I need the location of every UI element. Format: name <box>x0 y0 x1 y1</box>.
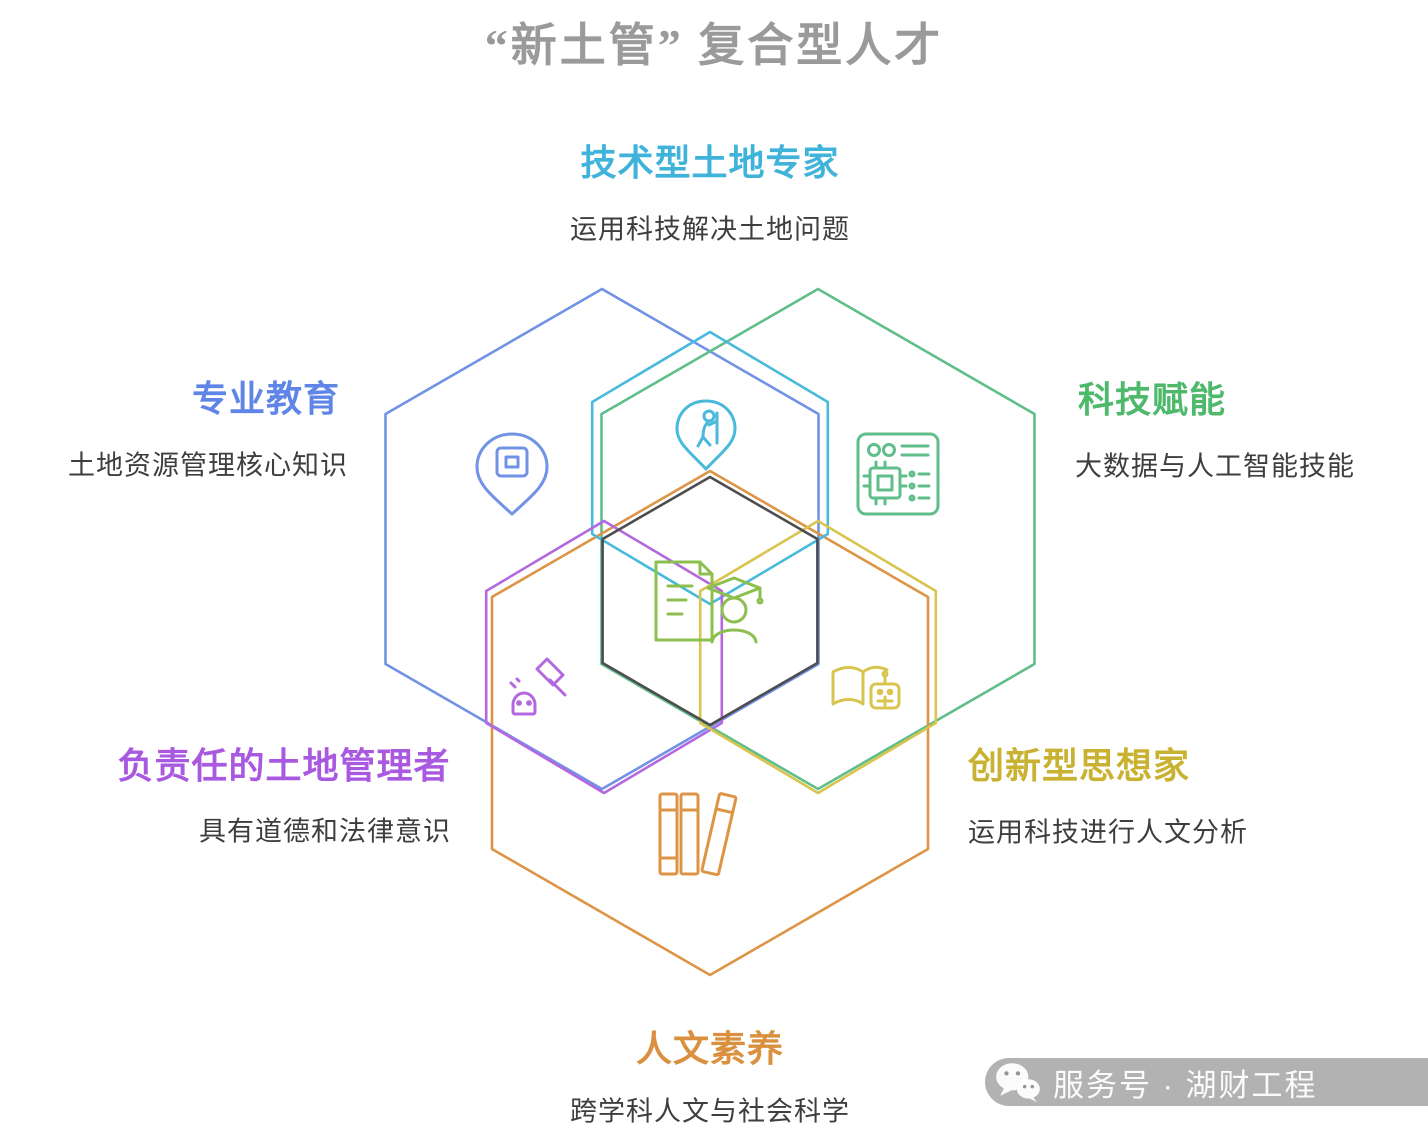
watermark-text: 服务号 · 湖财工程 <box>1053 1067 1318 1103</box>
wechat-icon <box>996 1063 1040 1103</box>
node-label-responsible-land-steward: 负责任的土地管理者 <box>117 745 451 786</box>
surveyor-pin-icon <box>675 399 737 471</box>
node-desc-innovative-thinker: 运用科技进行人文分析 <box>968 817 1248 848</box>
page-title: “新土管” 复合型人才 <box>484 20 944 71</box>
node-label-tech-empowerment: 科技赋能 <box>1077 379 1227 420</box>
hexagon-professional-education <box>384 287 820 791</box>
graduate-document-icon <box>654 560 764 644</box>
hexagon-tech-land-expert <box>590 330 830 606</box>
node-desc-tech-empowerment: 大数据与人工智能技能 <box>1075 451 1355 482</box>
node-label-innovative-thinker: 创新型思想家 <box>967 745 1191 786</box>
cpu-chip-icon <box>856 432 940 516</box>
node-desc-responsible-land-steward: 具有道德和法律意识 <box>199 816 451 847</box>
hexagon-responsible-land-steward <box>484 519 724 795</box>
node-desc-humanistic-literacy: 跨学科人文与社会科学 <box>570 1096 850 1127</box>
book-robot-icon <box>831 665 901 710</box>
node-label-professional-education: 专业教育 <box>191 378 341 419</box>
hexagon-humanistic-literacy <box>490 469 930 977</box>
node-label-humanistic-literacy: 人文素养 <box>635 1028 785 1069</box>
hexagon-center <box>601 475 819 727</box>
hexagon-tech-empowerment <box>600 287 1036 791</box>
hexagon-innovative-thinker <box>698 519 938 795</box>
node-desc-tech-land-expert: 运用科技解决土地问题 <box>570 214 850 245</box>
books-icon <box>658 792 738 877</box>
gavel-icon <box>509 657 567 716</box>
watermark: 服务号 · 湖财工程 <box>985 1058 1428 1106</box>
node-label-tech-land-expert: 技术型土地专家 <box>580 142 840 183</box>
node-desc-professional-education: 土地资源管理核心知识 <box>68 450 348 481</box>
map-pin-book-icon <box>475 432 549 516</box>
